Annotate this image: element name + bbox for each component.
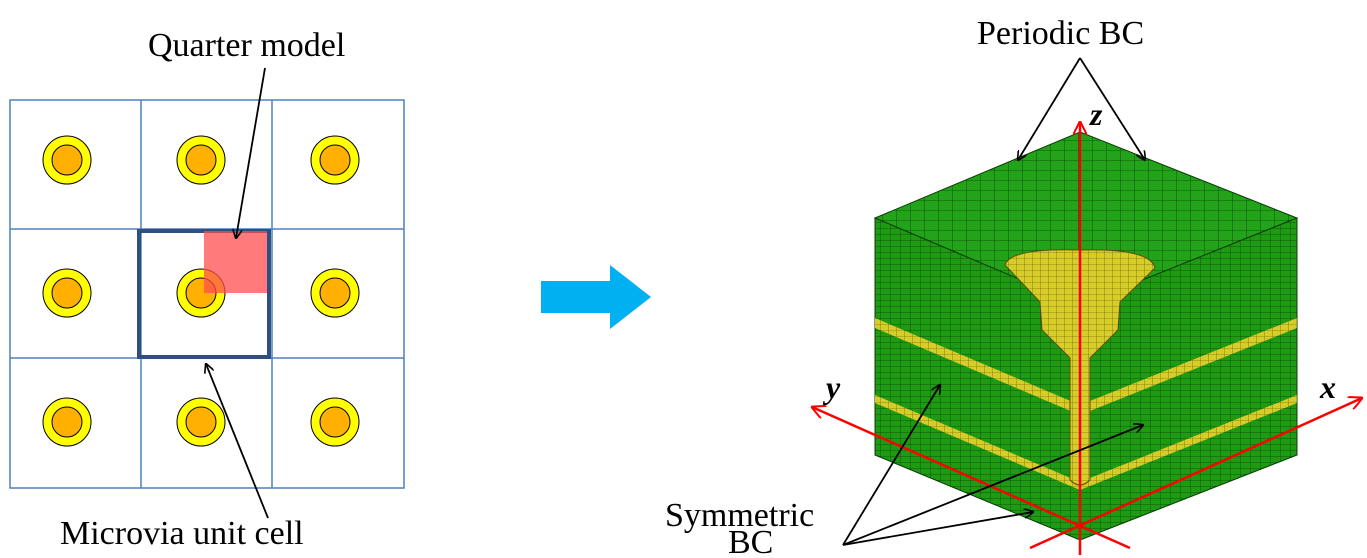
symmetric-bc-label-line2: BC	[728, 524, 773, 558]
copper-layer-left	[875, 395, 1080, 490]
symmetric-bc-arrow	[842, 512, 1033, 546]
via	[42, 135, 92, 185]
symmetric-bc-arrow	[842, 425, 1143, 546]
quarter-model-label: Quarter model	[148, 27, 345, 64]
y-axis-label: y	[822, 369, 841, 405]
copper-layer-left	[875, 318, 1080, 415]
copper-layer-right	[1080, 395, 1297, 490]
copper-layer-right	[1080, 318, 1297, 415]
via	[176, 397, 226, 447]
transform-arrow	[541, 265, 651, 329]
symmetric-bc-label-line1: Symmetric	[665, 497, 814, 534]
z-axis-label: z	[1089, 96, 1103, 132]
x-axis-label: x	[1319, 369, 1336, 405]
quarter-model-arrow	[236, 67, 266, 238]
via	[176, 135, 226, 185]
via	[310, 135, 360, 185]
x-axis	[1029, 398, 1362, 550]
periodic-bc-label: Periodic BC	[977, 15, 1144, 52]
periodic-bc-arrow	[1079, 57, 1145, 160]
unit-cell-label: Microvia unit cell	[60, 515, 304, 552]
y-axis	[812, 407, 1131, 550]
unit-cell-arrow	[206, 364, 269, 519]
symmetric-bc-arrow	[842, 385, 940, 546]
via	[310, 268, 360, 318]
via-array-grid	[9, 99, 405, 489]
quarter-model-highlight	[204, 231, 267, 293]
via	[42, 397, 92, 447]
coordinate-axes	[812, 122, 1362, 555]
via	[310, 397, 360, 447]
via	[42, 268, 92, 318]
periodic-bc-arrow	[1018, 57, 1081, 160]
mesh-cube	[873, 131, 1299, 541]
